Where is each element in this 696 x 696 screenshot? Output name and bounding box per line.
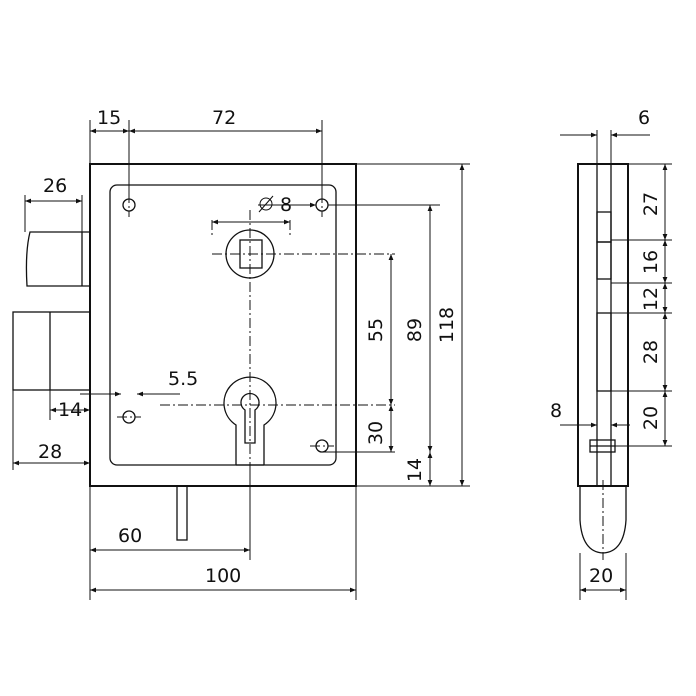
dim-100: 100 (205, 565, 241, 587)
dim-55: 55 (365, 318, 387, 342)
front-view: 15 72 26 8 5.5 14 28 60 100 55 89 118 30… (12, 107, 470, 600)
dim-60: 60 (118, 525, 142, 547)
dim-14-left: 14 (58, 399, 82, 421)
dim-28-side: 28 (640, 340, 662, 364)
dim-118: 118 (436, 307, 458, 343)
lock-plate-inner (109, 184, 337, 466)
dim-14-right: 14 (404, 458, 426, 482)
dim-27: 27 (640, 192, 662, 216)
dim-20-side: 20 (640, 406, 662, 430)
latch-bolt (25, 231, 90, 287)
dim-8-side: 8 (550, 400, 562, 422)
case-stem (176, 485, 188, 541)
dim-15: 15 (97, 107, 121, 129)
dim-72: 72 (212, 107, 236, 129)
dim-20-bottom: 20 (589, 565, 613, 587)
dim-hole-diameter: 8 (280, 194, 292, 216)
dim-12: 12 (640, 287, 662, 311)
dim-28-left: 28 (38, 441, 62, 463)
dim-30: 30 (365, 421, 387, 445)
dim-5-5: 5.5 (168, 368, 198, 390)
lock-case-outline (89, 163, 357, 487)
side-view: 6 27 16 12 28 20 8 20 (550, 107, 672, 600)
dim-26: 26 (43, 175, 67, 197)
dim-6: 6 (638, 107, 650, 129)
diameter-icon (258, 195, 274, 213)
dim-16: 16 (640, 250, 662, 274)
dim-89: 89 (404, 318, 426, 342)
mounting-hole-icon (122, 198, 329, 453)
dead-bolt (12, 311, 91, 391)
